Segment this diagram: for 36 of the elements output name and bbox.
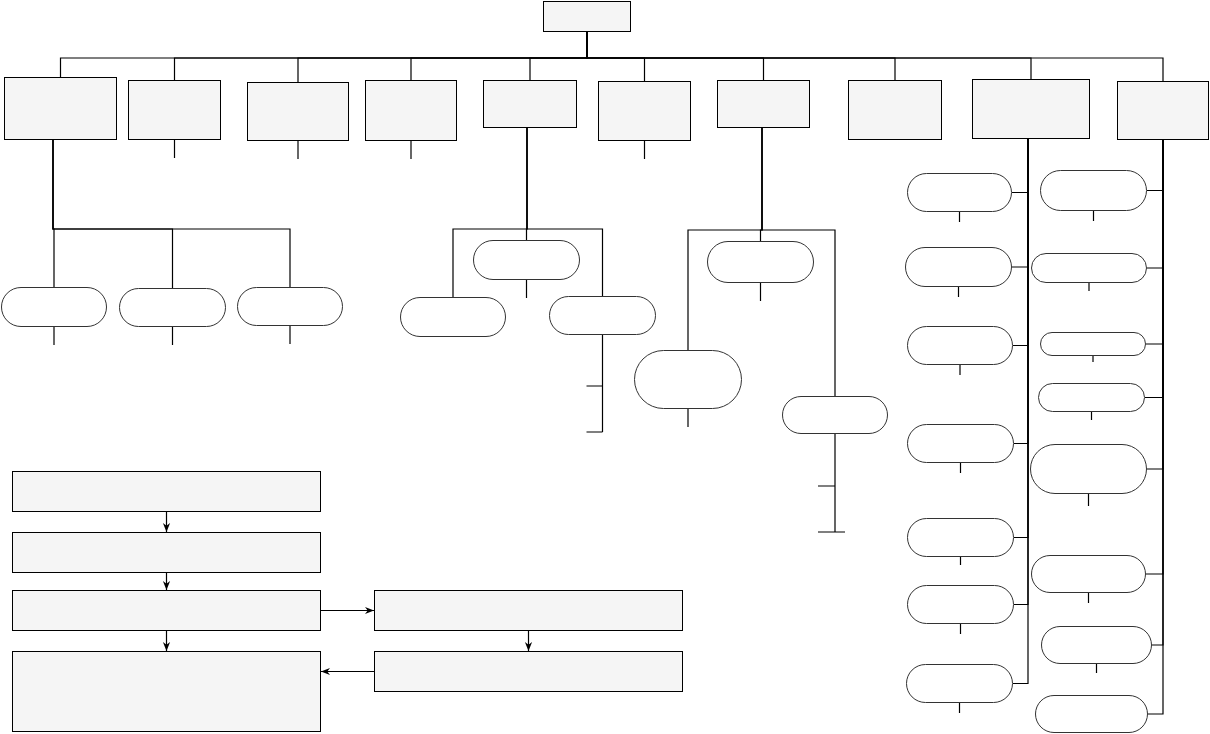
process-box [128, 80, 221, 140]
arrow [320, 606, 375, 615]
process-box [543, 1, 631, 32]
arrow [162, 572, 171, 591]
connector-line [289, 325, 291, 345]
process-box [483, 80, 577, 128]
arrow [524, 630, 533, 652]
process-box [12, 532, 321, 573]
connector-line [687, 408, 689, 428]
connector-line [297, 140, 299, 160]
connector-line [1088, 282, 1090, 292]
connector-line [817, 433, 846, 533]
connector-line [761, 127, 836, 397]
arrow [320, 667, 375, 676]
arrow [162, 511, 171, 533]
connector-line [959, 364, 961, 376]
connector-line [1092, 355, 1094, 363]
connector-line [585, 334, 604, 433]
process-box [848, 80, 942, 140]
process-box [374, 651, 683, 692]
process-box [374, 590, 683, 631]
process-box [717, 80, 810, 128]
process-box [1117, 81, 1209, 140]
process-box [12, 471, 321, 512]
arrow [162, 630, 171, 652]
connector-line [526, 127, 604, 297]
connector-line [52, 139, 291, 288]
process-box [12, 590, 321, 631]
process-box [4, 77, 117, 140]
connector-line [410, 140, 412, 160]
process-box [972, 79, 1090, 139]
process-box [365, 80, 457, 141]
process-box [598, 81, 691, 141]
process-box [12, 651, 321, 732]
process-box [247, 82, 349, 141]
connector-line [53, 326, 55, 346]
